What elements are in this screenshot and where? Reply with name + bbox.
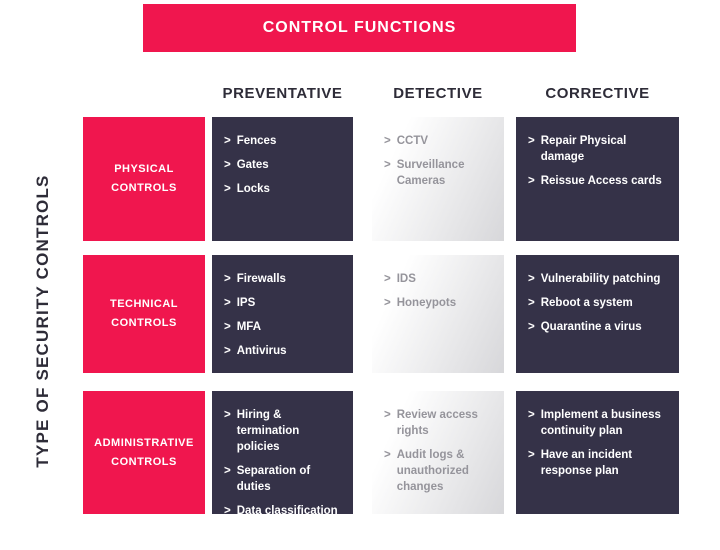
chevron-bullet-icon: > (528, 273, 535, 285)
chevron-bullet-icon: > (384, 135, 391, 147)
chevron-bullet-icon: > (528, 175, 535, 188)
list-item-text: Fences (236, 135, 277, 147)
cell-physical-detective: > CCTV > Surveillance Cameras (372, 117, 504, 241)
chevron-bullet-icon: > (224, 409, 231, 421)
list-item-text: Reissue Access cards (540, 175, 662, 188)
list-item-text: MFA (236, 321, 261, 334)
list-item-text: Separation of duties (236, 465, 311, 494)
list-item: > Locks (224, 181, 345, 197)
cell-technical-detective: > IDS > Honeypots (372, 255, 504, 373)
list-item: > Gates (224, 157, 345, 173)
list-item-text: IDS (396, 273, 416, 285)
column-header-corrective: CORRECTIVE (545, 85, 650, 102)
list-item: > Honeypots (384, 295, 496, 311)
list-item-text: Hiring & termination policies (236, 409, 300, 454)
list-item: > Fences (224, 133, 345, 149)
row-header-administrative: ADMINISTRATIVE CONTROLS (83, 391, 205, 514)
list-item: > Quarantine a virus (528, 319, 671, 335)
chevron-bullet-icon: > (384, 297, 391, 310)
list-item: > Audit logs & unauthorized changes (384, 447, 496, 495)
list-item-text: CCTV (396, 135, 429, 147)
list-item: > Data classification (224, 503, 345, 519)
list-item-text: Data classification (236, 505, 338, 518)
chevron-bullet-icon: > (384, 273, 391, 285)
list-item: > Review access rights (384, 407, 496, 439)
chevron-bullet-icon: > (224, 183, 231, 196)
row-header-physical: PHYSICAL CONTROLS (83, 117, 205, 241)
list-item-text: Surveillance Cameras (396, 159, 465, 188)
cell-technical-preventative: > Firewalls > IPS > MFA > Antivirus (212, 255, 353, 373)
cell-technical-corrective: > Vulnerability patching > Reboot a system… (516, 255, 679, 373)
list-item-text: Honeypots (396, 297, 457, 310)
cell-physical-preventative: > Fences > Gates > Locks (212, 117, 353, 241)
list-item-text: IPS (236, 297, 256, 310)
y-axis-label: TYPE OF SECURITY CONTROLS (33, 174, 52, 468)
chevron-bullet-icon: > (224, 465, 231, 478)
list-item: > Separation of duties (224, 463, 345, 495)
banner-title: CONTROL FUNCTIONS (262, 19, 457, 36)
list-item-text: Antivirus (236, 345, 287, 358)
chevron-bullet-icon: > (528, 297, 535, 310)
list-item: > Repair Physical damage (528, 133, 671, 165)
list-item: > Reboot a system (528, 295, 671, 311)
list-item: > Implement a business continuity plan (528, 407, 671, 439)
list-item: > Surveillance Cameras (384, 157, 496, 189)
cell-administrative-preventative: > Hiring & termination policies > Separati… (212, 391, 353, 517)
list-item-text: Vulnerability patching (540, 273, 661, 285)
chevron-bullet-icon: > (528, 135, 535, 147)
chevron-bullet-icon: > (224, 505, 231, 518)
chevron-bullet-icon: > (384, 159, 391, 172)
list-item-text: Reboot a system (540, 297, 633, 310)
cell-physical-corrective: > Repair Physical damage > Reissue Access … (516, 117, 679, 241)
column-header-detective: DETECTIVE (393, 85, 483, 102)
list-item: > Hiring & termination policies (224, 407, 345, 455)
chevron-bullet-icon: > (224, 297, 231, 310)
list-item: > Reissue Access cards (528, 173, 671, 189)
list-item-text: Gates (236, 159, 269, 172)
control-functions-banner: CONTROL FUNCTIONS (143, 4, 576, 52)
chevron-bullet-icon: > (528, 321, 535, 334)
list-item-text: Have an incident response plan (540, 449, 633, 478)
list-item: > IPS (224, 295, 345, 311)
list-item-text: Implement a business continuity plan (540, 409, 661, 438)
chevron-bullet-icon: > (384, 449, 391, 462)
cell-administrative-corrective: > Implement a business continuity plan > H… (516, 391, 679, 514)
chevron-bullet-icon: > (528, 449, 535, 462)
list-item: > IDS (384, 271, 496, 287)
list-item-text: Quarantine a virus (540, 321, 642, 334)
chevron-bullet-icon: > (224, 135, 231, 147)
list-item: > Vulnerability patching (528, 271, 671, 287)
list-item-text: Firewalls (236, 273, 286, 285)
chevron-bullet-icon: > (224, 273, 231, 285)
list-item-text: Repair Physical damage (540, 135, 627, 164)
chevron-bullet-icon: > (224, 321, 231, 334)
list-item-text: Audit logs & unauthorized changes (396, 449, 469, 494)
chevron-bullet-icon: > (224, 345, 231, 358)
row-header-technical: TECHNICAL CONTROLS (83, 255, 205, 373)
list-item: > Have an incident response plan (528, 447, 671, 479)
list-item: > Antivirus (224, 343, 345, 359)
chevron-bullet-icon: > (224, 159, 231, 172)
chevron-bullet-icon: > (528, 409, 535, 421)
column-header-preventative: PREVENTATIVE (222, 85, 343, 102)
list-item: > Firewalls (224, 271, 345, 287)
chevron-bullet-icon: > (384, 409, 391, 421)
cell-administrative-detective: > Review access rights > Audit logs & unau… (372, 391, 504, 514)
list-item: > CCTV (384, 133, 496, 149)
list-item: > MFA (224, 319, 345, 335)
list-item-text: Locks (236, 183, 270, 196)
list-item-text: Review access rights (396, 409, 478, 438)
